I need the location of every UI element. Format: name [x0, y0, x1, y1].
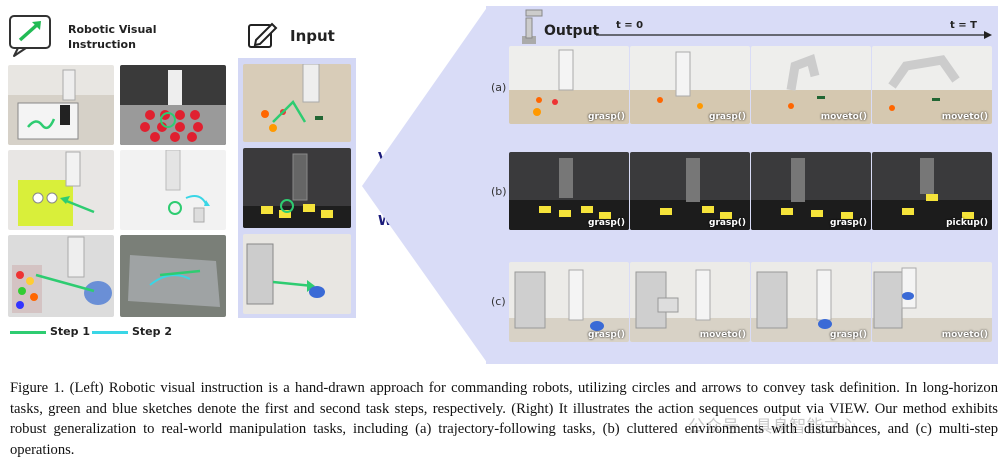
left-photo-cups: [120, 150, 226, 230]
legend-step1-swatch: [10, 331, 46, 334]
output-c-frame-4: [872, 262, 992, 342]
left-title-line2: Instruction: [68, 38, 136, 51]
action-label: grasp(): [588, 218, 625, 228]
input-title: Input: [290, 27, 335, 45]
input-photo-a: [243, 64, 351, 142]
left-title-line1: Robotic Visual: [68, 23, 157, 36]
output-a-frame-4: [872, 46, 992, 124]
left-photo-candy-jar: [8, 235, 114, 317]
output-wedge: [362, 6, 488, 364]
legend-step2-label: Step 2: [132, 325, 172, 338]
output-c-frame-3-label-wrap: grasp(): [751, 262, 871, 342]
figure-caption: Figure 1. (Left) Robotic visual instruct…: [10, 380, 998, 458]
action-label: pickup(): [946, 218, 988, 228]
output-b-frame-4: [872, 152, 992, 230]
output-b-frame-1-label-wrap: grasp(): [509, 152, 629, 230]
output-a-frame-4-label-wrap: moveto(): [872, 46, 992, 124]
output-b-frame-2-label-wrap: grasp(): [630, 152, 750, 230]
action-label: grasp(): [588, 330, 625, 340]
output-b-frame-3-label-wrap: grasp(): [751, 152, 871, 230]
output-c-frame-1-label-wrap: grasp(): [509, 262, 629, 342]
left-panel-title: Robotic Visual Instruction: [68, 22, 157, 52]
left-photo-yellow-board: [8, 150, 114, 230]
action-label: moveto(): [820, 112, 867, 122]
robot-arm-icon: [522, 9, 543, 44]
left-photo-red-cups: [120, 65, 226, 145]
input-photo-c: [243, 234, 351, 314]
output-c-frame-1: [509, 262, 629, 342]
time-arrow: [596, 31, 992, 39]
row-label-b: (b): [491, 185, 507, 198]
action-label: grasp(): [830, 330, 867, 340]
output-a-frame-2-label-wrap: grasp(): [630, 46, 750, 124]
action-label: grasp(): [709, 112, 746, 122]
time-end: t = T: [950, 20, 977, 31]
legend-step2-swatch: [92, 331, 128, 334]
output-a-frame-1: [509, 46, 629, 124]
left-photo-whiteboard: [8, 65, 114, 145]
output-a-frame-2: [630, 46, 750, 124]
output-a-frame-1-label-wrap: grasp(): [509, 46, 629, 124]
output-b-frame-2: [630, 152, 750, 230]
action-label: grasp(): [709, 218, 746, 228]
action-label: moveto(): [941, 330, 988, 340]
time-start: t = 0: [616, 20, 644, 31]
action-label: moveto(): [699, 330, 746, 340]
output-c-frame-4-label-wrap: moveto(): [872, 262, 992, 342]
output-c-frame-2: [630, 262, 750, 342]
output-title: Output: [544, 23, 600, 39]
legend-step1-label: Step 1: [50, 325, 90, 338]
output-b-frame-1: [509, 152, 629, 230]
left-photo-cloth: [120, 235, 226, 317]
row-label-c: (c): [491, 295, 506, 308]
output-c-frame-2-label-wrap: moveto(): [630, 262, 750, 342]
edit-icon: [248, 22, 278, 48]
output-b-frame-4-label-wrap: pickup(): [872, 152, 992, 230]
action-label: grasp(): [588, 112, 625, 122]
instruction-icon: [9, 15, 51, 57]
output-a-frame-3-label-wrap: moveto(): [751, 46, 871, 124]
watermark: 公众号 · 具身智能之心: [688, 417, 858, 437]
action-label: grasp(): [830, 218, 867, 228]
output-a-frame-3: [751, 46, 871, 124]
output-b-frame-3: [751, 152, 871, 230]
input-photo-b: [243, 148, 351, 228]
row-label-a: (a): [491, 81, 507, 94]
action-label: moveto(): [941, 112, 988, 122]
output-c-frame-3: [751, 262, 871, 342]
